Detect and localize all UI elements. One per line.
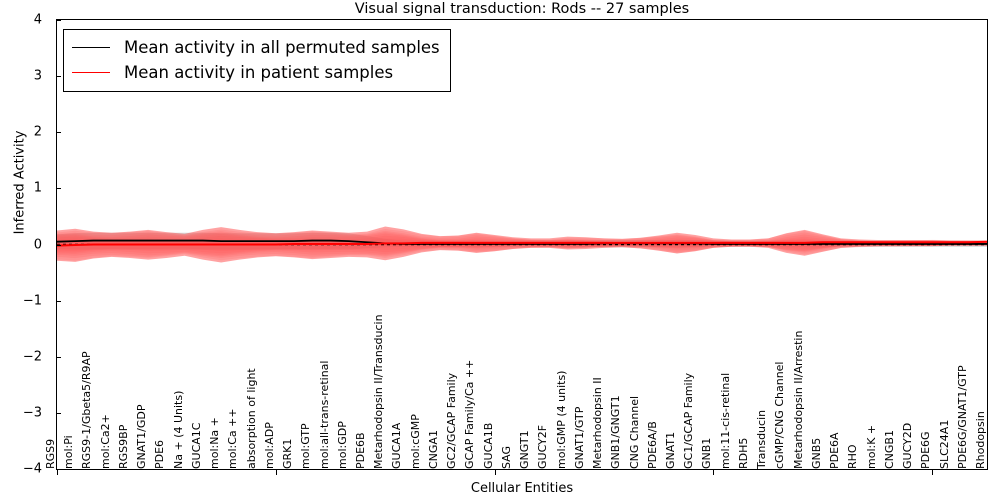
- x-axis-tick-labels: RGS9 mol:Pi RGS9-1/Gbeta5/R9AP mol:Ca2+ RGS9…: [44, 314, 988, 481]
- y-tick-mark: [56, 300, 61, 302]
- y-tick-mark: [56, 76, 61, 78]
- y-tick-mark: [56, 469, 61, 470]
- x-tick-mark: [275, 470, 277, 475]
- x-tick-label: SAG: [499, 445, 513, 469]
- x-tick-label: GUCA1C: [189, 422, 203, 469]
- x-tick-label: mol:Ca2+: [98, 414, 112, 469]
- x-tick-label: Metarhodopsin II: [591, 377, 605, 469]
- x-tick-label: RHO: [846, 444, 860, 469]
- x-tick-label: mol:11-cis-retinal: [718, 372, 732, 469]
- x-tick-label: mol:GDP: [335, 421, 349, 469]
- x-tick-label: GNB5: [809, 437, 823, 469]
- legend-item[interactable]: Mean activity in all permuted samples: [72, 35, 440, 60]
- plot-canvas: [57, 226, 987, 263]
- x-tick-mark: [57, 470, 58, 475]
- x-tick-label: PDE6B: [354, 432, 367, 469]
- y-tick-label: −4: [22, 461, 42, 477]
- y-tick-mark: [56, 356, 61, 358]
- x-tick-mark: [932, 470, 934, 475]
- x-tick-label: SLC24A1: [937, 419, 951, 469]
- plot-area: [56, 19, 988, 470]
- x-tick-label: mol:cGMP: [408, 414, 422, 469]
- x-tick-label: GNAT1/GTP: [572, 406, 586, 469]
- x-tick-label: GUCA1A: [390, 422, 404, 469]
- x-tick-mark: [494, 470, 496, 475]
- y-tick-label: −1: [22, 293, 42, 309]
- x-tick-label: PDE6G/GNAT1/GTP: [955, 365, 969, 469]
- x-tick-label: PDE6A/B: [645, 421, 659, 469]
- y-tick-label: 3: [33, 68, 42, 84]
- x-tick-label: GRK1: [281, 438, 295, 469]
- x-tick-label: GC2/GCAP Family: [445, 372, 459, 469]
- x-tick-label: CNGB1: [882, 430, 896, 469]
- legend-color-swatch: [72, 47, 110, 48]
- x-tick-label: GUCA1B: [481, 422, 495, 469]
- x-tick-label: RGS9BP: [116, 424, 130, 469]
- y-tick-mark: [56, 412, 61, 414]
- x-tick-label: GCAP Family/Ca ++: [463, 359, 477, 469]
- x-tick-label: Metarhodopsin II/Arrestin: [791, 330, 805, 469]
- x-tick-label: cGMP/CNG Channel: [773, 361, 787, 470]
- x-tick-label: CNGA1: [426, 430, 440, 469]
- x-tick-label: RGS9: [44, 438, 57, 469]
- legend-item[interactable]: Mean activity in patient samples: [72, 60, 440, 85]
- x-tick-label: Na + (4 Units): [171, 390, 185, 469]
- y-tick-mark: [56, 244, 61, 246]
- x-tick-label: GUCY2F: [536, 424, 550, 469]
- x-tick-label: GUCY2D: [901, 422, 915, 469]
- x-tick-label: mol:K +: [864, 424, 878, 469]
- y-tick-label: 2: [33, 124, 42, 140]
- page-title: Visual signal transduction: Rods -- 27 s…: [354, 1, 690, 17]
- x-axis-label: Cellular Entities: [470, 481, 574, 496]
- y-axis-tick-labels: −4 −3 −2 −1 0 1 2 3 4: [0, 13, 50, 477]
- x-tick-mark: [713, 470, 715, 475]
- series-line: [57, 239, 987, 245]
- y-tick-mark: [56, 188, 61, 190]
- x-tick-label: GNAT1: [664, 431, 677, 469]
- y-tick-label: 4: [33, 12, 42, 28]
- x-tick-label: RDH5: [736, 437, 750, 469]
- x-tick-label: Metarhodopsin II/Transducin: [372, 314, 386, 469]
- x-tick-label: CNG Channel: [627, 395, 641, 469]
- x-tick-label: GNB1: [700, 437, 714, 469]
- legend-color-swatch: [72, 72, 110, 73]
- y-tick-mark: [56, 132, 61, 134]
- y-tick-label: −3: [22, 405, 42, 421]
- x-tick-label: GNGT1: [518, 430, 532, 469]
- x-tick-label: PDE6: [153, 439, 167, 469]
- y-tick-label: −2: [22, 349, 42, 365]
- x-tick-label: absorption of light: [244, 368, 258, 469]
- y-tick-mark: [56, 20, 61, 21]
- legend-label: Mean activity in all permuted samples: [124, 38, 440, 57]
- x-tick-label: mol:GTP: [299, 423, 313, 469]
- x-tick-label: PDE6G: [919, 431, 933, 469]
- x-tick-label: Rhodopsin: [974, 411, 987, 469]
- x-tick-label: PDE6A: [828, 432, 842, 469]
- x-tick-label: mol:ADP: [262, 422, 276, 469]
- x-tick-label: mol:Na +: [208, 417, 222, 469]
- x-tick-label: Transducin: [755, 409, 769, 469]
- legend-label: Mean activity in patient samples: [124, 63, 394, 82]
- x-tick-label: RGS9-1/Gbeta5/R9AP: [80, 351, 94, 469]
- x-tick-label: mol:GMP (4 units): [554, 370, 568, 469]
- x-tick-label: GC1/GCAP Family: [682, 372, 696, 469]
- y-tick-label: 1: [33, 180, 42, 196]
- x-tick-label: mol:Pi: [62, 435, 76, 469]
- y-tick-label: 0: [33, 237, 42, 252]
- series-line: [57, 240, 987, 247]
- x-tick-label: mol:Ca ++: [226, 408, 240, 469]
- x-tick-label: mol:all-trans-retinal: [317, 360, 331, 469]
- x-tick-label: GNB1/GNGT1: [609, 395, 623, 469]
- x-tick-label: GNAT1/GDP: [135, 404, 149, 469]
